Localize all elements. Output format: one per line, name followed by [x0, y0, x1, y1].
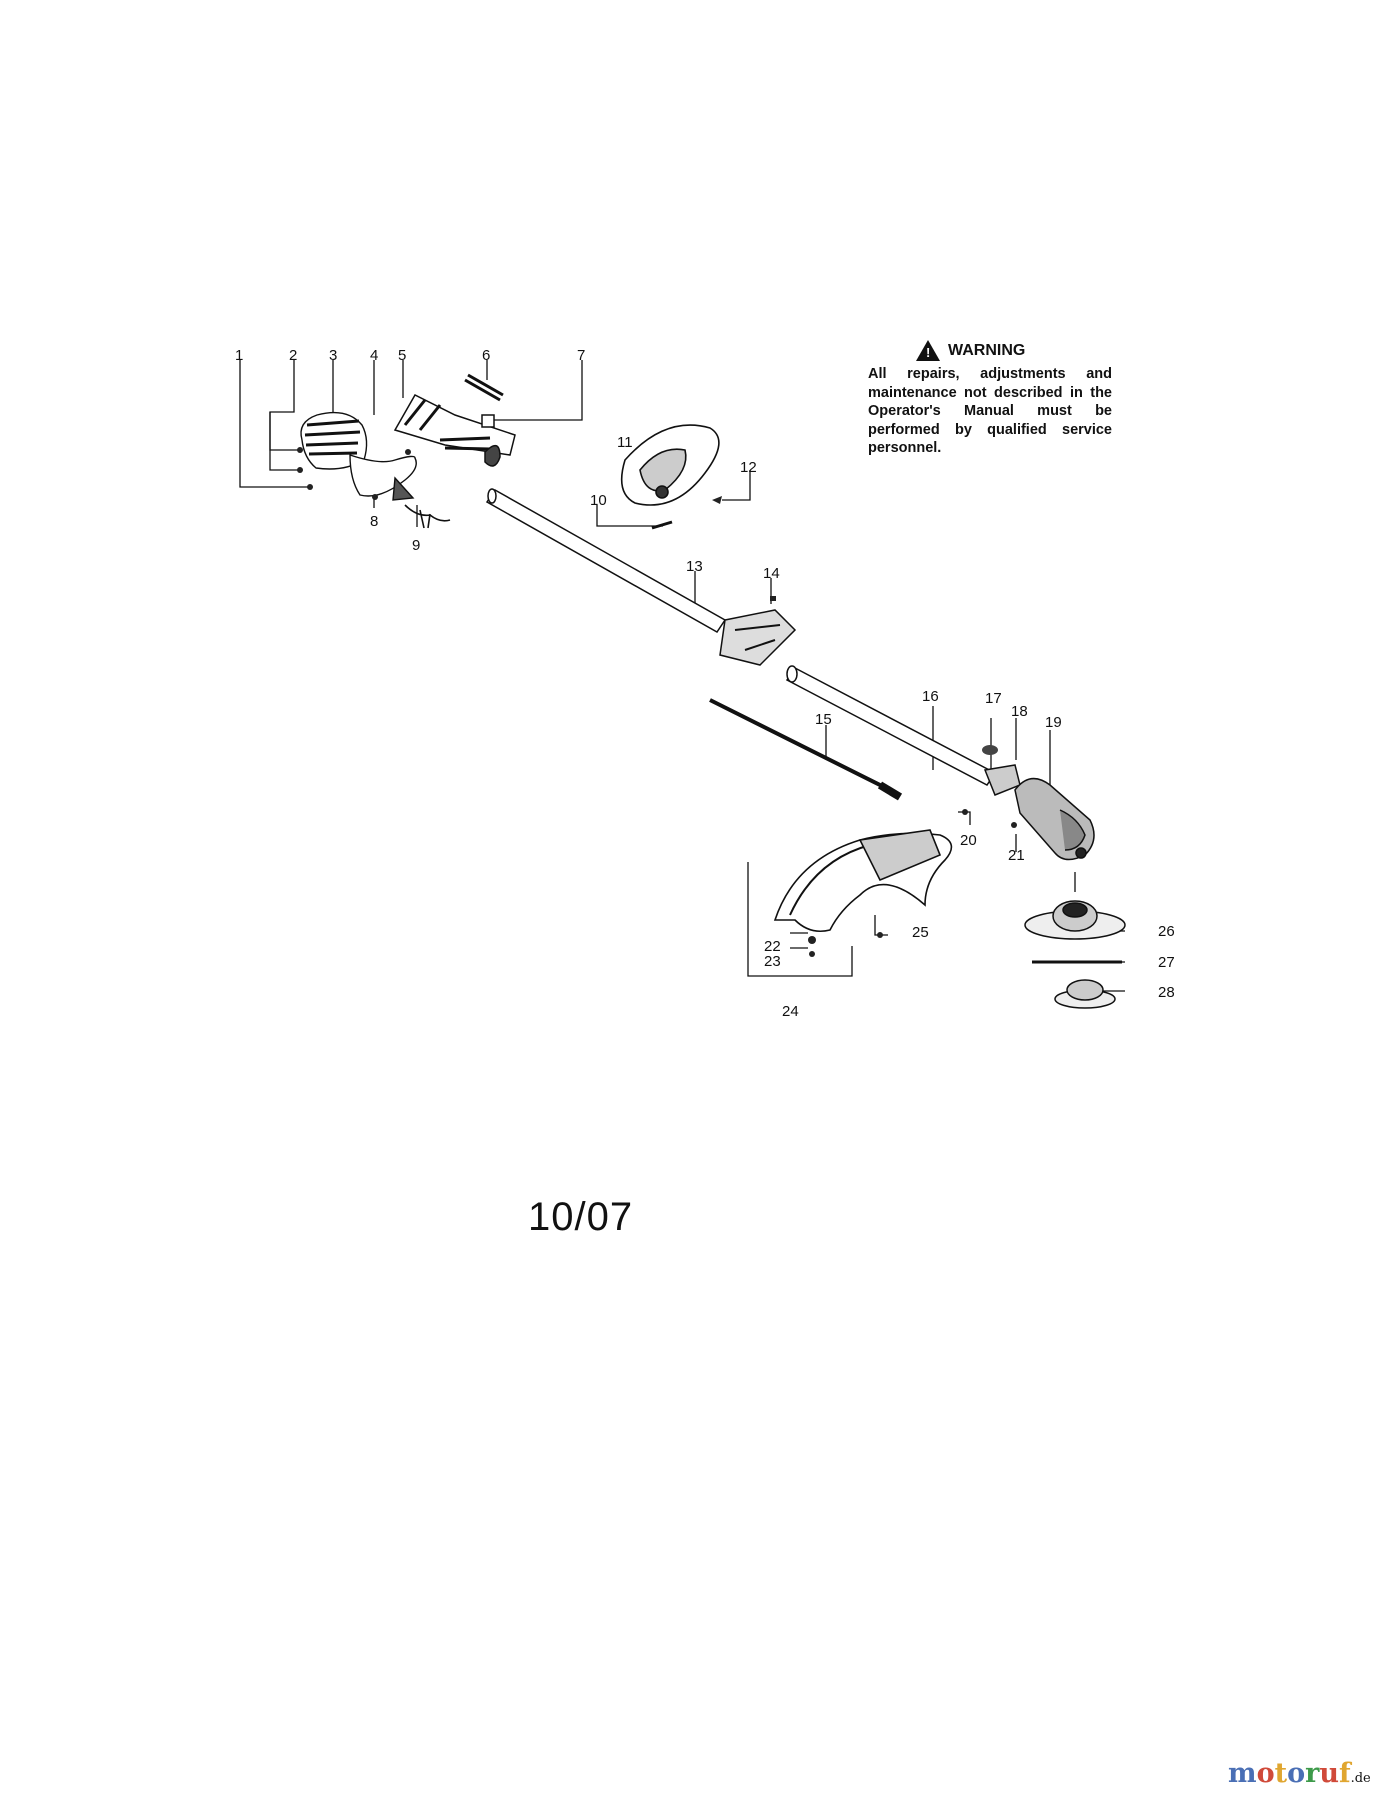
- brand-letter: m: [1228, 1758, 1257, 1789]
- callout-18: 18: [1011, 703, 1028, 720]
- callout-13: 13: [686, 558, 703, 575]
- warning-box: ! WARNING All repairs, adjustments and m…: [868, 340, 1112, 458]
- warning-icon: !: [916, 340, 940, 361]
- warning-text: All repairs, adjustments and maintenance…: [868, 366, 1112, 456]
- brand-letter: o: [1287, 1758, 1306, 1789]
- callout-22: 22: [764, 938, 781, 955]
- callout-27: 27: [1158, 954, 1175, 971]
- callout-21: 21: [1008, 847, 1025, 864]
- callout-2: 2: [289, 347, 297, 364]
- callout-24: 24: [782, 1003, 799, 1020]
- callout-28: 28: [1158, 984, 1175, 1001]
- brand-logo: motoruf.de: [1228, 1758, 1371, 1789]
- callout-12: 12: [740, 459, 757, 476]
- brand-letter: f: [1338, 1758, 1351, 1789]
- callout-1: 1: [235, 347, 243, 364]
- callout-23: 23: [764, 953, 781, 970]
- warning-title: WARNING: [948, 341, 1026, 359]
- callout-11: 11: [617, 434, 633, 451]
- callout-4: 4: [370, 347, 378, 364]
- callout-3: 3: [329, 347, 337, 364]
- callout-6: 6: [482, 347, 490, 364]
- callout-5: 5: [398, 347, 406, 364]
- brand-suffix: .de: [1350, 1771, 1371, 1786]
- callout-7: 7: [577, 347, 585, 364]
- date-code: 10/07: [528, 1195, 634, 1239]
- callout-8: 8: [370, 513, 378, 530]
- callout-14: 14: [763, 565, 780, 582]
- callout-20: 20: [960, 832, 977, 849]
- callout-25: 25: [912, 924, 929, 941]
- callout-10: 10: [590, 492, 607, 509]
- brand-letter: u: [1319, 1758, 1339, 1789]
- brand-letter: r: [1305, 1758, 1320, 1789]
- callout-26: 26: [1158, 923, 1175, 940]
- warning-heading: ! WARNING: [916, 340, 1112, 361]
- callout-17: 17: [985, 690, 1002, 707]
- callout-19: 19: [1045, 714, 1062, 731]
- callout-9: 9: [412, 537, 420, 554]
- callout-16: 16: [922, 688, 939, 705]
- brand-letter: o: [1256, 1758, 1275, 1789]
- callout-15: 15: [815, 711, 832, 728]
- brand-letter: t: [1274, 1758, 1288, 1789]
